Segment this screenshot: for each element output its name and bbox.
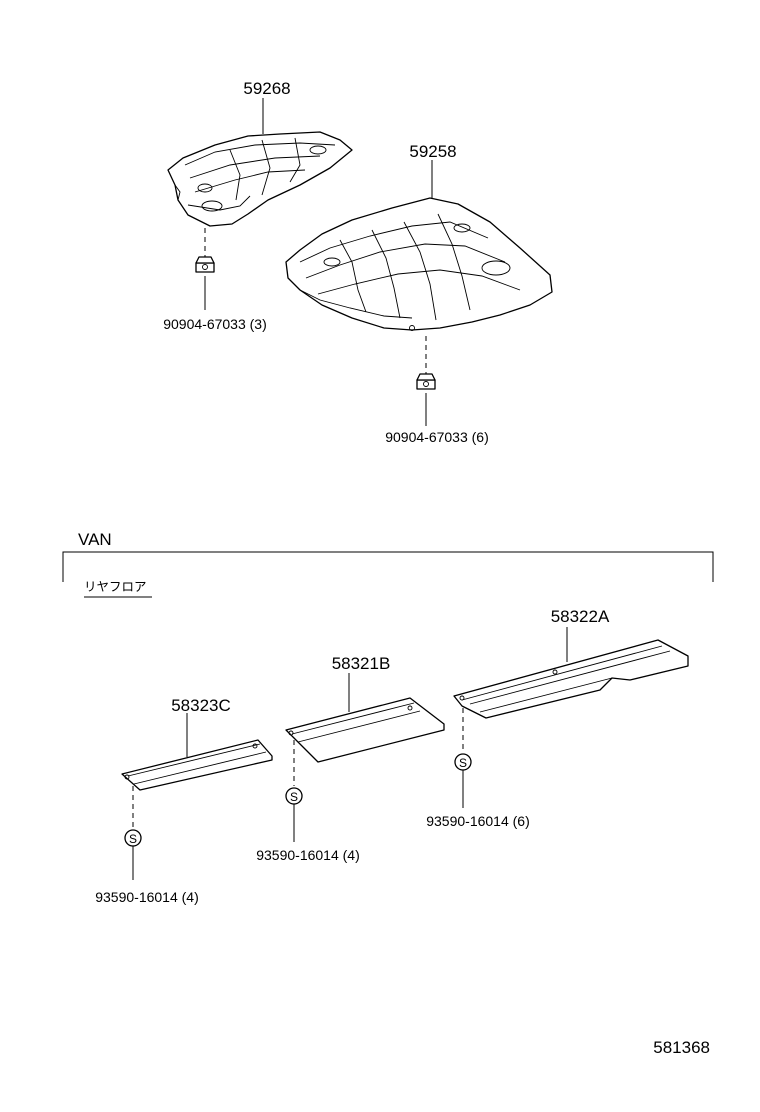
section-title: VAN xyxy=(78,530,112,549)
cover-59258[interactable] xyxy=(285,197,553,331)
part-number-59258[interactable]: 59258 xyxy=(409,142,456,161)
clip-symbol-icon[interactable]: S xyxy=(285,787,303,805)
cover-59268[interactable] xyxy=(167,131,353,227)
callout-clip-4-mid[interactable]: 93590-16014 (4) xyxy=(256,847,360,863)
callout-clip-4-left[interactable]: 93590-16014 (4) xyxy=(95,889,199,905)
van-section-bracket xyxy=(62,551,714,582)
clip-symbol-icon[interactable]: S xyxy=(124,829,142,847)
callout-nut-6[interactable]: 90904-67033 (6) xyxy=(385,429,489,445)
callout-clip-6[interactable]: 93590-16014 (6) xyxy=(426,813,530,829)
nut-icon[interactable] xyxy=(195,256,215,273)
nut-icon[interactable] xyxy=(416,373,436,390)
part-number-58323c[interactable]: 58323C xyxy=(171,696,231,715)
diagram-number: 581368 xyxy=(653,1038,710,1057)
callout-nut-3[interactable]: 90904-67033 (3) xyxy=(163,316,267,332)
panel-58322a[interactable] xyxy=(453,639,689,719)
svg-text:S: S xyxy=(459,756,467,770)
part-number-59268[interactable]: 59268 xyxy=(243,79,290,98)
section-sub-label: リヤフロア xyxy=(84,579,147,594)
svg-text:S: S xyxy=(290,790,298,804)
panel-58323c[interactable] xyxy=(121,739,273,791)
part-number-58322a[interactable]: 58322A xyxy=(551,607,610,626)
clip-symbol-icon[interactable]: S xyxy=(454,753,472,771)
panel-58321b[interactable] xyxy=(285,697,445,763)
svg-text:S: S xyxy=(129,832,137,846)
part-number-58321b[interactable]: 58321B xyxy=(332,654,391,673)
